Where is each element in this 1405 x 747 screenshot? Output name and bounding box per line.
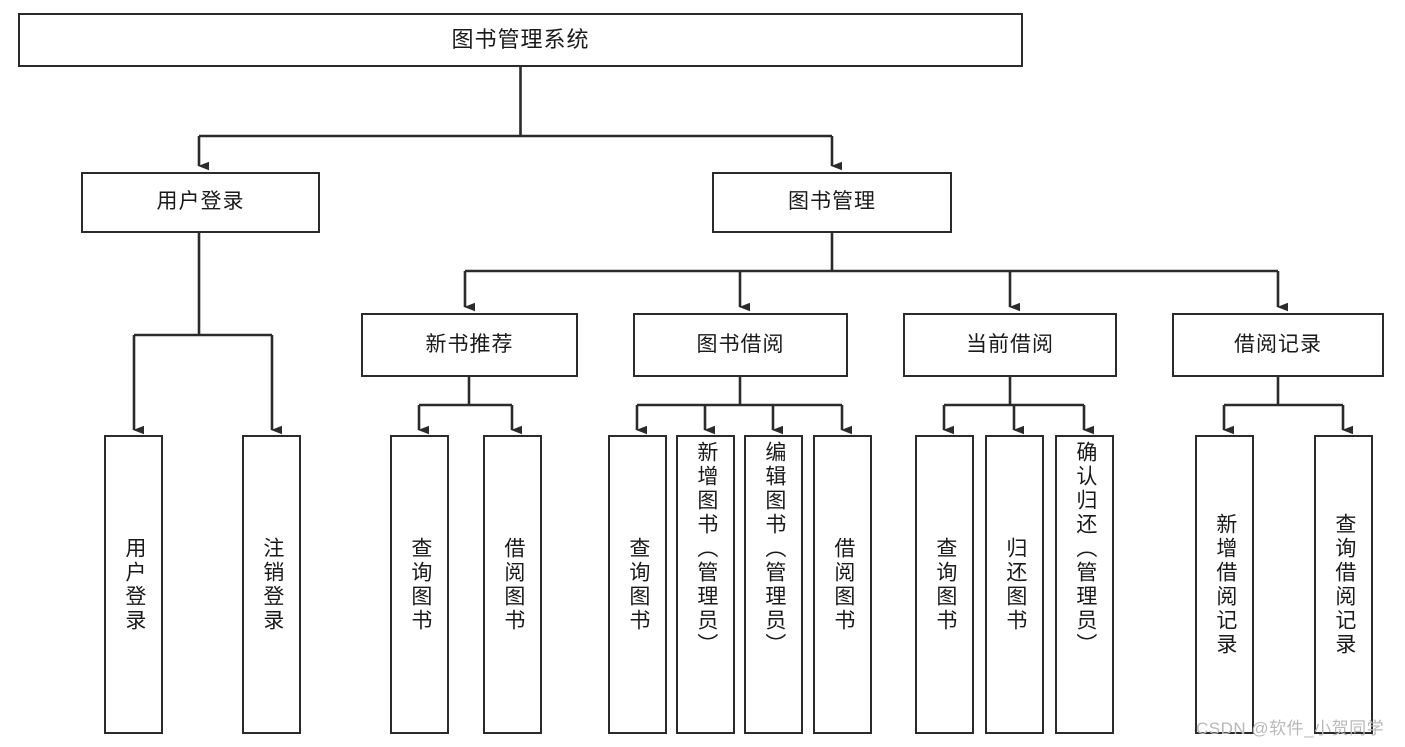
- node-label: 借阅图书: [831, 536, 855, 633]
- csdn-watermark: CSDN @软件_小贺同学: [1196, 719, 1385, 738]
- node-label: 图书管理: [788, 190, 876, 214]
- node-label: 用户登录: [156, 190, 245, 214]
- node-label: 查询图书: [408, 536, 432, 633]
- node-user-login[interactable]: 用户登录: [81, 172, 320, 233]
- node-leaf-logout[interactable]: 注销登录: [242, 435, 301, 734]
- node-leaf-add-borrow-record[interactable]: 新增借阅记录: [1195, 435, 1254, 734]
- node-leaf-add-book-admin[interactable]: 新增图书（管理员）: [676, 435, 735, 734]
- node-label: 查询图书: [626, 536, 650, 633]
- node-label: 新增借阅记录: [1213, 512, 1237, 657]
- node-leaf-query-book-borrow[interactable]: 查询图书: [608, 435, 667, 734]
- node-label: 借阅记录: [1234, 332, 1322, 356]
- node-label: 当前借阅: [966, 332, 1054, 356]
- node-leaf-confirm-return-admin[interactable]: 确认归还（管理员）: [1055, 435, 1114, 734]
- node-new-book-recommend[interactable]: 新书推荐: [361, 313, 578, 377]
- node-leaf-query-book-recommend[interactable]: 查询图书: [390, 435, 449, 734]
- node-leaf-return-book[interactable]: 归还图书: [985, 435, 1044, 734]
- node-label: 用户登录: [122, 536, 146, 633]
- node-label: 查询借阅记录: [1332, 512, 1356, 657]
- node-label: 图书借阅: [696, 332, 785, 356]
- node-borrow-record[interactable]: 借阅记录: [1172, 313, 1384, 377]
- node-leaf-borrow-book[interactable]: 借阅图书: [813, 435, 872, 734]
- node-label: 新增图书（管理员）: [694, 441, 718, 657]
- node-book-management[interactable]: 图书管理: [712, 172, 952, 233]
- node-leaf-query-borrow-record[interactable]: 查询借阅记录: [1314, 435, 1373, 734]
- node-label: 新书推荐: [425, 332, 514, 356]
- node-book-borrow[interactable]: 图书借阅: [633, 313, 848, 377]
- node-root-book-management-system[interactable]: 图书管理系统: [18, 13, 1023, 67]
- node-label: 编辑图书（管理员）: [762, 441, 786, 657]
- node-label: 借阅图书: [501, 536, 525, 633]
- node-leaf-edit-book-admin[interactable]: 编辑图书（管理员）: [744, 435, 803, 734]
- node-label: 确认归还（管理员）: [1073, 441, 1097, 657]
- node-label: 注销登录: [260, 536, 284, 633]
- node-leaf-query-book-current[interactable]: 查询图书: [915, 435, 974, 734]
- node-current-borrow[interactable]: 当前借阅: [903, 313, 1117, 377]
- node-label: 归还图书: [1003, 536, 1027, 633]
- node-leaf-borrow-book-recommend[interactable]: 借阅图书: [483, 435, 542, 734]
- node-label: 图书管理系统: [451, 27, 590, 53]
- node-leaf-user-login[interactable]: 用户登录: [104, 435, 163, 734]
- node-label: 查询图书: [933, 536, 957, 633]
